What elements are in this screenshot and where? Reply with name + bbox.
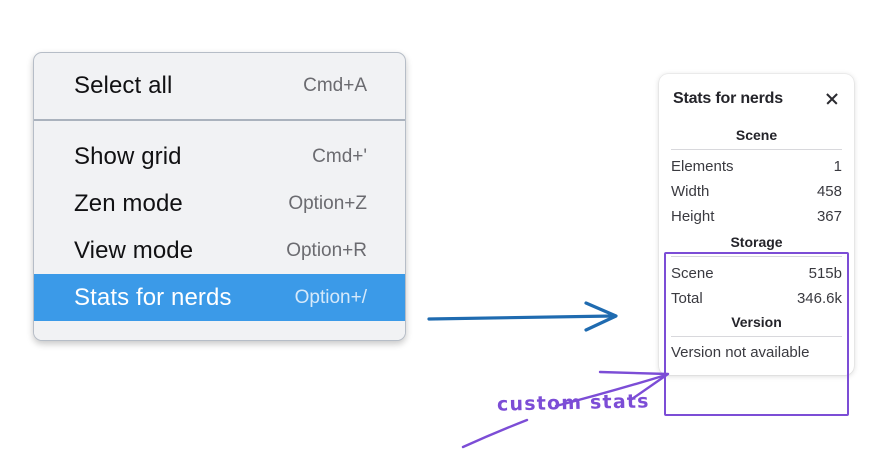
menu-divider <box>34 119 405 121</box>
version-note: Version not available <box>671 344 810 361</box>
section-rule <box>671 336 842 337</box>
menu-item-shortcut: Cmd+' <box>312 145 367 167</box>
menu-bottom-padding <box>34 321 405 340</box>
stat-row: Elements 1 <box>659 154 854 179</box>
section-header: Scene <box>735 127 778 143</box>
menu-item-label: Show grid <box>74 142 182 170</box>
stat-key: Width <box>671 183 710 200</box>
stat-value: 367 <box>816 208 842 225</box>
menu-item-shortcut: Option+Z <box>288 192 367 214</box>
menu-section-1: Select all Cmd+A <box>34 53 405 119</box>
custom-stats-group: Storage Scene 515b Total 346.6k Version <box>659 229 854 363</box>
menu-item-zen-mode[interactable]: Zen mode Option+Z <box>34 180 405 227</box>
menu-item-label: Select all <box>74 71 173 99</box>
stats-for-nerds-panel: Stats for nerds Scene Elements 1 Width 4… <box>659 74 854 416</box>
section-header: Version <box>731 314 782 330</box>
stat-key: Scene <box>671 265 714 282</box>
menu-item-shortcut: Cmd+A <box>303 74 367 96</box>
menu-item-label: Zen mode <box>74 189 183 217</box>
menu-item-view-mode[interactable]: View mode Option+R <box>34 227 405 274</box>
stat-row: Width 458 <box>659 179 854 204</box>
stat-row: Total 346.6k <box>659 286 854 311</box>
context-menu: Select all Cmd+A Show grid Cmd+' Zen mod… <box>33 52 406 341</box>
stats-panel-body: Scene Elements 1 Width 458 Height 367 <box>659 124 854 363</box>
menu-item-label: View mode <box>74 236 194 264</box>
stats-section-storage: Storage Scene 515b Total 346.6k <box>659 231 854 311</box>
menu-section-2: Show grid Cmd+' Zen mode Option+Z View m… <box>34 121 405 340</box>
stat-row: Height 367 <box>659 204 854 229</box>
stat-key: Height <box>671 208 715 225</box>
custom-stats-underline-icon <box>461 418 529 449</box>
menu-item-stats-for-nerds[interactable]: Stats for nerds Option+/ <box>34 274 405 321</box>
section-rule <box>671 256 842 257</box>
stat-row: Scene 515b <box>659 261 854 286</box>
menu-item-shortcut: Option+R <box>286 239 367 261</box>
menu-item-shortcut: Option+/ <box>294 286 367 308</box>
section-rule <box>671 149 842 150</box>
stats-panel-title: Stats for nerds <box>673 90 783 107</box>
stat-value: 1 <box>833 158 842 175</box>
menu-item-select-all[interactable]: Select all Cmd+A <box>34 62 405 109</box>
close-icon[interactable] <box>824 91 840 107</box>
section-header: Storage <box>730 234 783 250</box>
stat-value: 515b <box>808 265 842 282</box>
stat-key: Total <box>671 290 703 307</box>
flow-arrow-icon <box>427 301 618 332</box>
menu-item-show-grid[interactable]: Show grid Cmd+' <box>34 133 405 180</box>
menu-item-label: Stats for nerds <box>74 283 232 311</box>
stat-value: 346.6k <box>796 290 842 307</box>
stat-key: Elements <box>671 158 734 175</box>
stats-section-scene: Scene Elements 1 Width 458 Height 367 <box>659 124 854 229</box>
stats-section-version: Version Version not available <box>659 311 854 363</box>
stat-value: 458 <box>816 183 842 200</box>
custom-stats-annotation-label: custom stats <box>496 390 650 416</box>
stats-panel-header: Stats for nerds <box>659 86 854 112</box>
